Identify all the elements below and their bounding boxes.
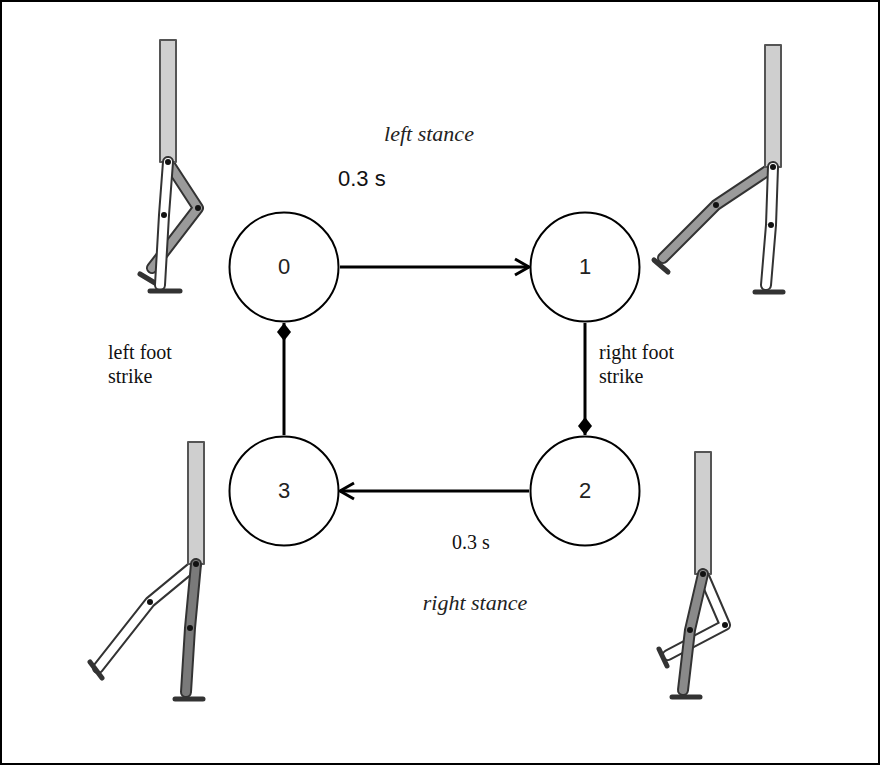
joint [187, 625, 193, 631]
foot [755, 290, 783, 295]
joint [165, 159, 171, 165]
foot [654, 260, 668, 272]
walker-figure [659, 452, 728, 697]
phase-label: left stance [384, 121, 474, 147]
leg-outline [160, 162, 168, 285]
walker-figure [90, 442, 204, 699]
stance-band: left stance01 [222, 157, 637, 305]
circle-outline [230, 437, 339, 546]
event-label: right foot strike [599, 340, 699, 388]
joint [770, 164, 776, 170]
stance-leg [766, 167, 773, 285]
phase-label: right stance [423, 590, 528, 616]
joint [768, 222, 774, 228]
joint [722, 622, 728, 628]
swing-leg [663, 167, 773, 258]
transition-arrow [283, 323, 286, 435]
stance-band: right stance23 [222, 430, 637, 580]
leg-outline [186, 564, 196, 692]
foot [175, 697, 203, 702]
leg-outline [98, 564, 196, 668]
stance-leg [160, 162, 168, 285]
foot [90, 662, 102, 678]
transition-arrow [340, 266, 529, 269]
leg-outline [663, 167, 773, 258]
joint [700, 571, 706, 577]
joint [193, 561, 199, 567]
joint [687, 627, 693, 633]
joint [161, 212, 167, 218]
foot [672, 695, 700, 700]
leg-outline [683, 574, 703, 690]
duration-label: 0.3 s [338, 166, 386, 192]
transition-arrow [340, 490, 529, 493]
state-number: 2 [579, 478, 591, 504]
joint [713, 202, 719, 208]
event-label: left foot strike [108, 340, 203, 388]
torso [695, 452, 711, 574]
circle-outline [230, 213, 339, 322]
circle-outline [531, 213, 640, 322]
swing-leg [98, 564, 196, 668]
torso [765, 45, 781, 167]
state-circle: 3 [228, 435, 340, 547]
foot [150, 289, 180, 294]
foot [659, 649, 667, 666]
circle-outline [531, 437, 640, 546]
state-number: 0 [278, 254, 290, 280]
torso [160, 40, 176, 162]
walker-figure [654, 45, 783, 292]
state-circle: 0 [228, 211, 340, 323]
torso [188, 442, 204, 564]
joint [195, 205, 201, 211]
walker-figure [140, 40, 201, 291]
state-number: 3 [278, 478, 290, 504]
state-circle: 1 [529, 211, 641, 323]
transition-arrow [584, 323, 587, 435]
stance-leg [683, 574, 703, 690]
joint [147, 599, 153, 605]
leg-outline [766, 167, 773, 285]
state-circle: 2 [529, 435, 641, 547]
state-number: 1 [579, 254, 591, 280]
duration-label: 0.3 s [452, 530, 490, 554]
stance-leg [186, 564, 196, 692]
